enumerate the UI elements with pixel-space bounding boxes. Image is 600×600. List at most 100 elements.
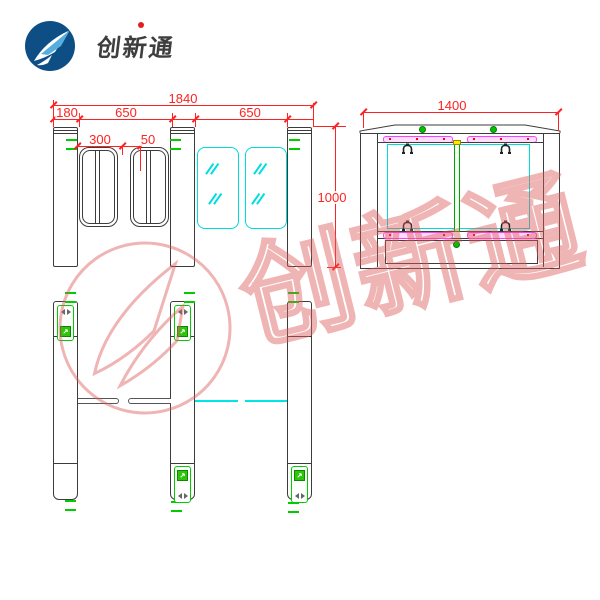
- card-swipe-icon: [177, 326, 188, 337]
- led-dot: [443, 234, 445, 236]
- elev-swing-arm-right: [128, 398, 171, 404]
- led-dot: [389, 138, 391, 140]
- side-view-led-strip-bottom-right: [467, 232, 537, 239]
- elev-pedestal-left-bottom-seam: [54, 463, 77, 464]
- reader-direction-arrows-icon: [294, 493, 305, 499]
- side-view-center-post: [454, 142, 460, 232]
- dim-line-row2: [53, 119, 313, 120]
- dim-ext: [53, 100, 54, 127]
- side-view-led-strip-bottom-left: [383, 232, 453, 239]
- plan-glass-panel-1: [197, 147, 239, 229]
- glass-clamp-bottom-left-icon: [402, 220, 413, 231]
- plan-pedestal-left-cap-line2: [54, 133, 77, 134]
- elev-mark-top-middle: [184, 292, 195, 303]
- plan-swing-door-2: [130, 147, 169, 227]
- elev-glass-edge-right: [245, 400, 287, 402]
- plan-pedestal-middle-cap-line2: [171, 133, 194, 134]
- elev-mark-bottom-right: [288, 502, 299, 513]
- dim-ext: [327, 267, 341, 268]
- arrow-left-icon: [177, 493, 182, 499]
- plan-swing-door-2-inner: [133, 150, 166, 224]
- dim-label-lane-left: 650: [114, 105, 138, 120]
- plan-indicator-mark-middle: [170, 139, 181, 150]
- dim-ext: [122, 146, 123, 155]
- card-swipe-icon: [294, 470, 305, 481]
- dim-label-door-gap: 50: [139, 132, 157, 147]
- plan-glass-panel-2: [245, 147, 287, 229]
- plan-pedestal-left: [53, 127, 78, 267]
- side-view-post-cap-yellow: [453, 140, 461, 145]
- led-dot: [416, 138, 418, 140]
- led-dot: [443, 138, 445, 140]
- plan-indicator-mark-left: [66, 139, 77, 150]
- elev-pedestal-right-bottom-seam: [288, 463, 311, 464]
- glass-clamp-top-right-icon: [500, 143, 511, 154]
- dim-ext: [140, 146, 141, 171]
- side-view-bottom-rail-bottom: [378, 238, 543, 239]
- plan-pedestal-right-cap-line1: [288, 130, 311, 131]
- side-view-top-led-dot-right: [490, 126, 497, 133]
- elev-mark-top-left: [65, 292, 76, 303]
- reader-direction-arrows-icon: [177, 493, 188, 499]
- dim-ext: [287, 113, 288, 127]
- arrow-right-icon: [183, 309, 188, 315]
- dim-ext: [172, 113, 173, 127]
- elev-glass-edge-left: [195, 400, 238, 402]
- dim-label-total-width: 1840: [167, 91, 199, 106]
- arrow-left-icon: [60, 309, 65, 315]
- arrow-left-icon: [177, 309, 182, 315]
- plan-swing-door-1-inner: [82, 150, 115, 224]
- dim-label-cabinet-width: 180: [55, 105, 79, 120]
- side-view-inner-wall-left: [377, 134, 378, 267]
- reader-direction-arrows-icon: [60, 309, 71, 315]
- logo-red-dot: [138, 22, 144, 28]
- card-reader-bottom-right: [291, 466, 308, 503]
- plan-pedestal-left-cap-line1: [54, 130, 77, 131]
- glass-clamp-bottom-right-icon: [500, 220, 511, 231]
- dim-line-row3: [77, 146, 141, 147]
- led-dot: [500, 138, 502, 140]
- plan-swing-door-1: [79, 147, 118, 227]
- led-dot: [527, 234, 529, 236]
- dim-label-lane-right: 650: [238, 105, 262, 120]
- side-view-top-cap: [359, 124, 561, 133]
- side-view-bottom-led-dot: [453, 241, 460, 248]
- glass-clamp-top-left-icon: [402, 143, 413, 154]
- plan-indicator-mark-right: [289, 139, 300, 150]
- plan-pedestal-middle: [170, 127, 195, 267]
- elev-swing-arm-left: [78, 398, 119, 404]
- side-view-body: [360, 133, 560, 269]
- reader-direction-arrows-icon: [177, 309, 188, 315]
- dim-label-arm-length: 300: [88, 132, 112, 147]
- side-view-top-led-dot-left: [419, 126, 426, 133]
- plan-pedestal-right-cap-line2: [288, 133, 311, 134]
- led-dot: [527, 138, 529, 140]
- plan-pedestal-middle-cap-line1: [171, 130, 194, 131]
- arrow-right-icon: [183, 493, 188, 499]
- plan-door-1-rib2: [99, 151, 100, 223]
- dim-ext: [313, 126, 346, 127]
- dim-ext: [558, 112, 559, 131]
- card-swipe-icon: [60, 326, 71, 337]
- elev-pedestal-middle-bottom-seam: [171, 463, 194, 464]
- logo-company-name: 创新通: [94, 35, 177, 62]
- dim-ext: [79, 113, 80, 127]
- dim-ext: [195, 113, 196, 127]
- elev-pedestal-right-top-seam: [288, 336, 311, 337]
- led-dot: [473, 234, 475, 236]
- card-swipe-icon: [177, 470, 188, 481]
- logo-circle: [25, 21, 75, 71]
- plan-door-2-rib1: [146, 151, 147, 223]
- card-reader-bottom-middle: [174, 466, 191, 503]
- arrow-right-icon: [300, 493, 305, 499]
- elev-mark-bottom-left: [65, 500, 76, 511]
- card-reader-top-left: [57, 305, 74, 341]
- dim-label-height: 1000: [316, 190, 348, 205]
- side-view-inner-wall-right: [543, 134, 544, 267]
- logo-swoosh-icon: [34, 30, 70, 66]
- dim-line-1840: [53, 105, 313, 106]
- dim-ext: [313, 103, 314, 126]
- plan-pedestal-right: [287, 127, 312, 267]
- led-dot: [473, 138, 475, 140]
